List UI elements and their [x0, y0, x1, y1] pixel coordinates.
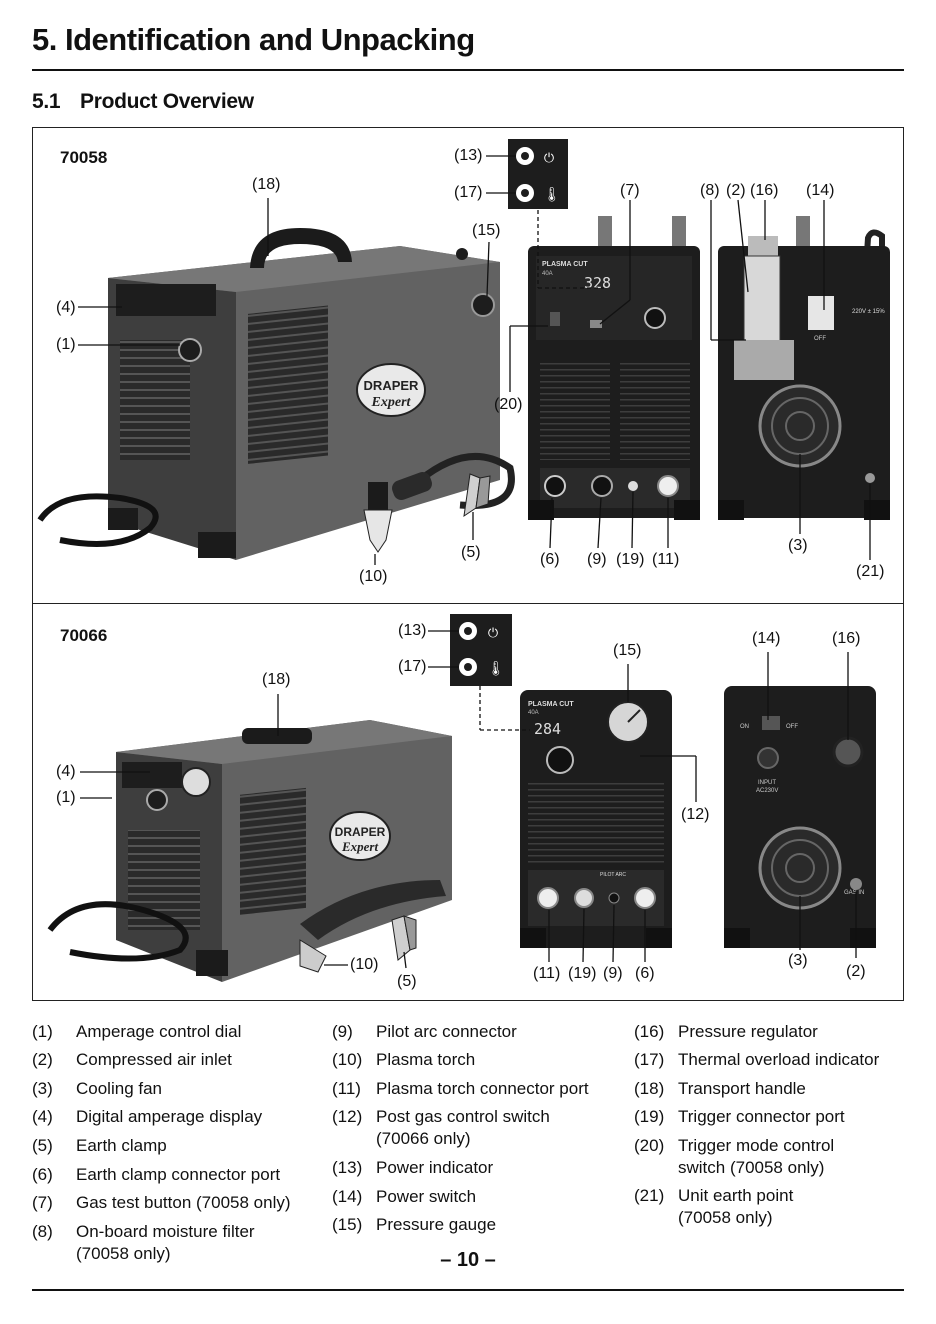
model-label-top: 70058 [60, 148, 108, 167]
plasma-torch-top [363, 472, 432, 553]
rear-gas-in-text: GAS IN [844, 890, 864, 896]
callout-16-bottom: (16) [832, 630, 861, 647]
callout-6-bottom: (6) [635, 965, 655, 982]
front-rating-text: 40A [542, 271, 553, 277]
earth-clamp-top [463, 473, 491, 518]
callout-17-top: (17) [454, 184, 483, 201]
callout-5-top: (5) [461, 544, 481, 561]
brand-sub-top: Expert [371, 395, 412, 410]
unit-70058-front: PLASMA CUT 40A 328 [528, 216, 700, 520]
callout-9-bottom: (9) [603, 965, 623, 982]
brand-sub-bottom: Expert [341, 839, 379, 854]
callout-13-top: (13) [454, 147, 483, 164]
footer-rule [32, 1289, 904, 1291]
rear-input-text: INPUT [758, 780, 776, 786]
callout-19-bottom: (19) [568, 965, 597, 982]
section-title: Product Overview [80, 90, 254, 113]
callout-3-bottom: (3) [788, 952, 808, 969]
unit-70066-rear: ON OFF INPUT AC230V GAS IN [724, 686, 876, 948]
callout-12-bottom: (12) [681, 806, 710, 823]
rear-on-text: ON [740, 724, 749, 730]
frame-divider [32, 603, 904, 604]
callout-13-bottom: (13) [398, 622, 427, 639]
front-display-bottom: 284 [534, 720, 561, 738]
rear-voltage-text: 220V ± 15% [852, 309, 885, 315]
unit-70058-angled: DRAPER Expert [37, 228, 515, 560]
callout-18-top: (18) [252, 176, 281, 193]
callout-4-bottom: (4) [56, 763, 76, 780]
page-heading: 5. Identification and Unpacking [32, 22, 475, 57]
svg-text:⏻: ⏻ [488, 626, 498, 641]
callout-20-top: (20) [494, 396, 523, 413]
unit-70066-angled: DRAPER Expert [47, 720, 452, 982]
callout-17-bottom: (17) [398, 658, 427, 675]
overview-frame [32, 127, 904, 1001]
callout-10-bottom: (10) [350, 956, 379, 973]
front2-rating-text: 40A [528, 710, 539, 716]
callout-9-top: (9) [587, 551, 607, 568]
callout-5-bottom: (5) [397, 973, 417, 990]
callout-1-bottom: (1) [56, 789, 76, 806]
callout-15-bottom: (15) [613, 642, 642, 659]
callout-14-top: (14) [806, 182, 835, 199]
svg-text:🌡: 🌡 [543, 187, 561, 203]
indicator-panel-top: ⏻ 🌡 [508, 139, 568, 209]
callout-15-top: (15) [472, 222, 501, 239]
front-display-top: 328 [584, 274, 611, 292]
page-number: – 10 – [440, 1249, 496, 1271]
earth-clamp-bottom [391, 915, 417, 961]
callout-19-top: (19) [616, 551, 645, 568]
section-number: 5.1 [32, 90, 61, 113]
heading-rule [32, 69, 904, 71]
rear-off-text-bottom: OFF [786, 724, 798, 730]
callout-7-top: (7) [620, 182, 640, 199]
callout-2-top: (2) [726, 182, 746, 199]
svg-text:⏻: ⏻ [544, 151, 554, 166]
model-label-bottom: 70066 [60, 626, 108, 645]
callout-6-top: (6) [540, 551, 560, 568]
rear-off-text-top: OFF [814, 336, 826, 342]
callout-1-top: (1) [56, 336, 76, 353]
brand-text-bottom: DRAPER [335, 825, 386, 839]
front2-plasma-cut-text: PLASMA CUT [528, 701, 574, 708]
unit-70066-front: PLASMA CUT 40A 284 PILOT ARC [520, 690, 672, 948]
callout-16-top: (16) [750, 182, 779, 199]
callout-18-bottom: (18) [262, 671, 291, 688]
rear-input-v-text: AC230V [756, 788, 778, 794]
callout-11-bottom: (11) [533, 965, 561, 982]
front-plasma-cut-text: PLASMA CUT [542, 261, 588, 268]
leader-lines [78, 155, 871, 969]
plasma-torch-bottom [299, 880, 446, 973]
section-heading: 5.1 Product Overview [32, 90, 254, 114]
callout-11-top: (11) [652, 551, 680, 568]
svg-text:🌡: 🌡 [487, 661, 505, 677]
callout-14-bottom: (14) [752, 630, 781, 647]
unit-70058-rear: 220V ± 15% OFF [718, 216, 890, 520]
callout-4-top: (4) [56, 299, 76, 316]
indicator-panel-bottom: ⏻ 🌡 [450, 614, 512, 686]
callout-8-top: (8) [700, 182, 720, 199]
callout-21-top: (21) [856, 563, 885, 580]
callout-10-top: (10) [359, 568, 388, 585]
front-pilot-arc-text: PILOT ARC [600, 872, 626, 878]
callout-2-bottom: (2) [846, 963, 866, 980]
brand-text-top: DRAPER [364, 378, 420, 393]
callout-3-top: (3) [788, 537, 808, 554]
